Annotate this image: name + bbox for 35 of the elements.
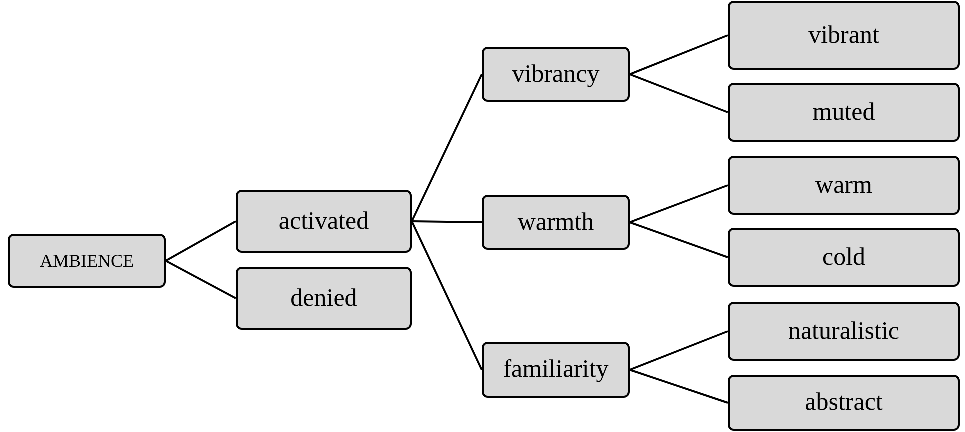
connector-line bbox=[630, 369, 728, 404]
category-box bbox=[728, 302, 960, 361]
node-label: activated bbox=[278, 208, 370, 236]
connector-line bbox=[411, 74, 483, 222]
node-label: cold bbox=[822, 244, 866, 272]
node-label: muted bbox=[812, 98, 876, 126]
connector-line bbox=[630, 222, 728, 258]
connector-line bbox=[630, 184, 728, 224]
node-label: naturalistic bbox=[788, 318, 900, 346]
connector-line bbox=[630, 34, 728, 76]
category-box bbox=[728, 228, 960, 287]
node-label: vibrant bbox=[808, 22, 880, 50]
category-box bbox=[236, 190, 412, 253]
category-box bbox=[728, 156, 960, 215]
category-box bbox=[482, 342, 630, 398]
node-label: warm bbox=[816, 172, 872, 200]
node-label: abstract bbox=[805, 389, 883, 417]
connector-line bbox=[166, 220, 236, 262]
node-label: denied bbox=[290, 284, 358, 312]
category-box bbox=[482, 195, 630, 250]
node-label: vibrancy bbox=[512, 60, 600, 88]
connector-line bbox=[166, 260, 236, 300]
category-box bbox=[482, 47, 630, 102]
node-label: AMBIENCE bbox=[40, 250, 134, 272]
node-label: warmth bbox=[518, 208, 594, 236]
connector-line bbox=[630, 330, 728, 371]
category-box bbox=[8, 234, 166, 288]
node-label: familiarity bbox=[503, 356, 609, 384]
category-box bbox=[236, 267, 412, 330]
connector-line bbox=[630, 74, 728, 114]
connector-line bbox=[412, 220, 482, 224]
category-box bbox=[728, 375, 960, 431]
category-box bbox=[728, 83, 960, 142]
category-box bbox=[728, 1, 960, 70]
connector-line bbox=[411, 221, 483, 370]
